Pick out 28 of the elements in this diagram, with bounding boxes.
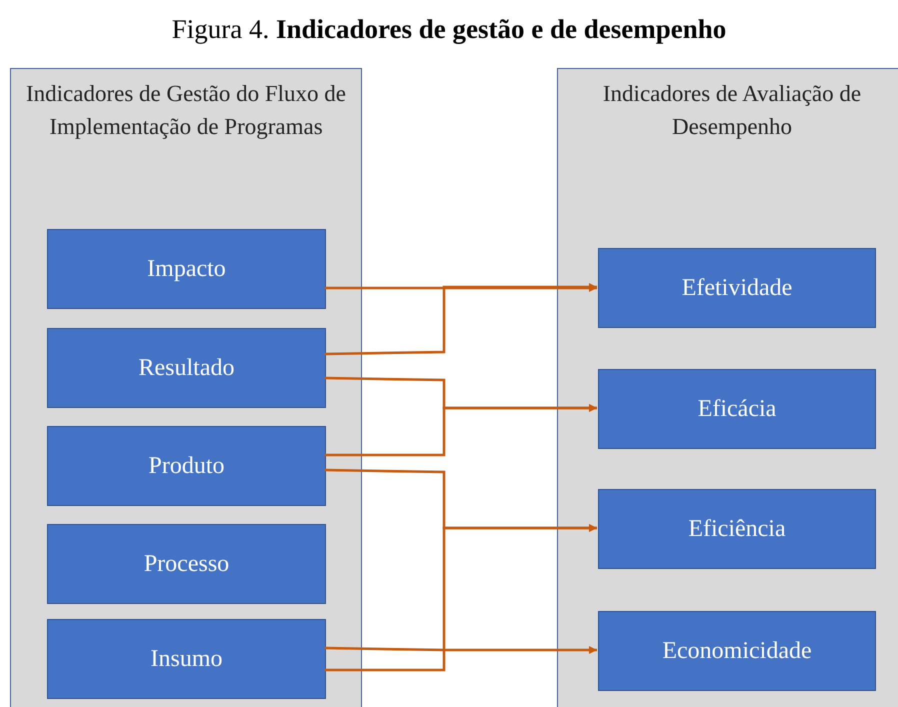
connector-arrow xyxy=(324,524,597,652)
box-label: Impacto xyxy=(147,256,226,282)
box-label: Efetividade xyxy=(682,274,792,302)
figure-title: Figura 4. Indicadores de gestão e de desempenho xyxy=(170,14,728,45)
panel-heading: Indicadores de Gestão do Fluxo de Implementação de Programas xyxy=(24,80,347,141)
box-label: Resultado xyxy=(138,354,234,382)
box-label: Insumo xyxy=(150,646,222,672)
group-panel xyxy=(557,68,898,707)
connector-arrow xyxy=(325,646,597,672)
panel-heading: Indicadores de Avaliação de Desempenho xyxy=(602,80,862,141)
box-label: Processo xyxy=(144,550,230,578)
indicator-box xyxy=(598,489,876,569)
indicator-box xyxy=(47,328,326,408)
indicator-box xyxy=(598,611,876,691)
indicator-box xyxy=(47,524,326,604)
connector-arrow xyxy=(325,404,597,456)
indicator-box xyxy=(598,248,876,328)
connector-arrow xyxy=(325,284,597,292)
box-label: Produto xyxy=(148,452,224,480)
indicator-box xyxy=(47,426,326,506)
indicator-box xyxy=(47,619,326,699)
box-label: Economicidade xyxy=(662,638,812,664)
box-label: Eficiência xyxy=(688,516,786,542)
indicator-box xyxy=(47,229,326,309)
box-label: Eficácia xyxy=(698,396,776,422)
connector-arrow xyxy=(324,283,597,356)
group-panel xyxy=(10,68,362,707)
indicator-box xyxy=(598,369,876,449)
